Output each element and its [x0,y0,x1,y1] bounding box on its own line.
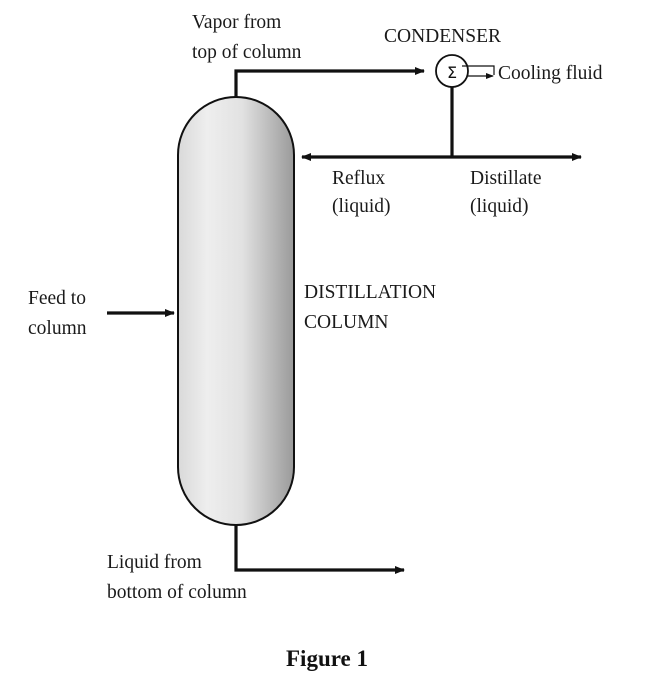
condenser-symbol: Σ [447,63,457,82]
condenser-icon: Σ [435,54,469,88]
vapor-line [234,67,425,97]
vapor-label-line1: Vapor from [192,12,281,33]
feed-label-line1: Feed to [28,288,86,309]
reflux-label-line1: Reflux [332,168,385,189]
condenser-label: CONDENSER [384,26,501,47]
reflux-label-line2: (liquid) [332,196,391,217]
bottom-label-line2: bottom of column [107,582,247,603]
bottom-liquid-line [234,525,405,574]
bottom-label-line1: Liquid from [107,552,202,573]
cooling-fluid-label: Cooling fluid [498,63,603,84]
column-label-line1: DISTILLATION [304,282,436,303]
cooling-fluid-arrow [462,65,495,75]
distillate-label-line2: (liquid) [470,196,529,217]
vapor-label-line2: top of column [192,42,302,63]
distillation-column [177,96,295,526]
distillate-label-line1: Distillate [470,168,542,189]
figure-caption: Figure 1 [286,646,368,671]
feed-label-line2: column [28,318,87,339]
column-label-line2: COLUMN [304,312,389,333]
